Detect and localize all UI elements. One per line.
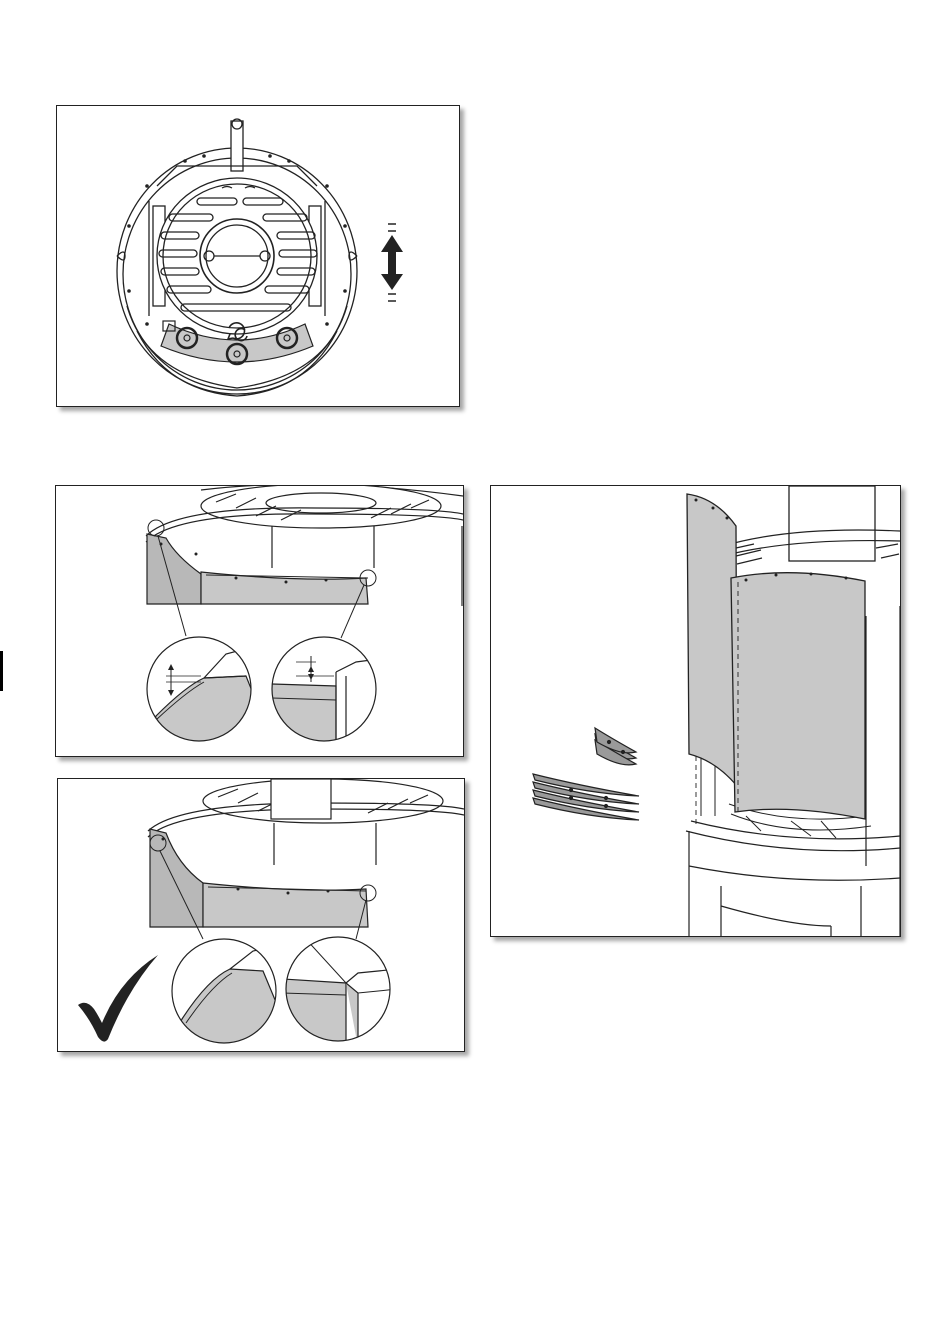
spacer-long-stack (533, 774, 639, 820)
double-headed-vertical-arrow-icon (381, 224, 403, 301)
assembly-view-panel (490, 485, 901, 937)
magnified-right-detail-correct (283, 937, 398, 1047)
spacer-small-stack (595, 728, 636, 765)
magnified-left-detail (146, 636, 266, 746)
aligned-detail-panel (57, 778, 465, 1052)
panel-misalignment-diagram (56, 486, 463, 756)
stove-top-view-diagram (57, 106, 459, 406)
side-panel-assembly-diagram (491, 486, 900, 936)
panel-alignment-correct-diagram (58, 779, 464, 1051)
page-edge-mark (0, 651, 3, 691)
magnified-right-detail (271, 636, 386, 746)
misaligned-detail-panel (55, 485, 464, 757)
top-view-panel (56, 105, 460, 407)
magnified-left-detail-correct (168, 939, 283, 1049)
checkmark-icon (78, 955, 158, 1042)
